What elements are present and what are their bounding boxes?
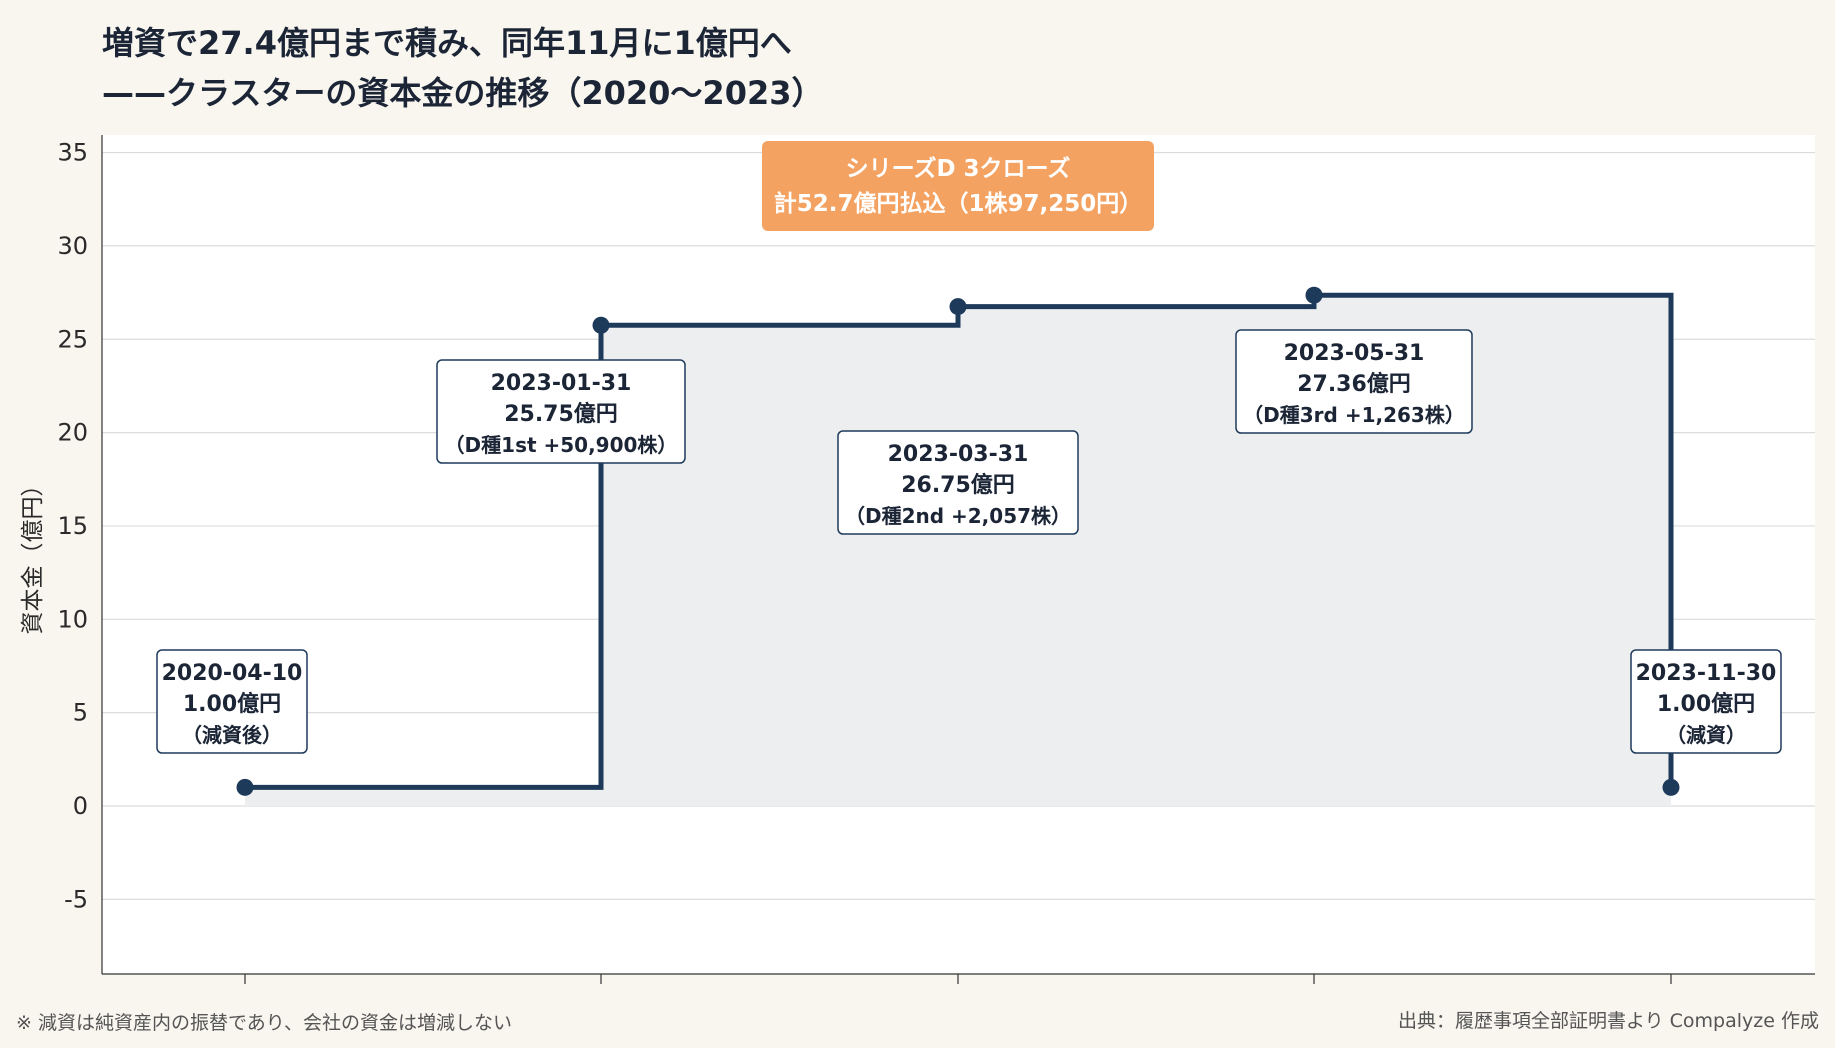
annotation-text: 2023-11-30 xyxy=(1636,661,1777,686)
y-tick-label: -5 xyxy=(64,885,88,913)
y-tick-label: 15 xyxy=(57,512,88,540)
annotation-box xyxy=(1235,329,1473,434)
annotation-text: 1.00億円 xyxy=(183,691,281,717)
y-axis-label: 資本金（億円） xyxy=(20,473,46,634)
annotation-text: 27.36億円 xyxy=(1297,371,1411,397)
data-point xyxy=(1305,286,1323,304)
y-tick-label: 20 xyxy=(57,419,88,447)
annotation-text: 25.75億円 xyxy=(504,401,618,427)
annotation-box xyxy=(837,430,1079,535)
y-tick-label: 10 xyxy=(57,605,88,633)
annotation-text: （D種1st +50,900株） xyxy=(445,433,678,457)
highlight-box xyxy=(762,141,1154,231)
annotation-text: （D種2nd +2,057株） xyxy=(845,504,1071,528)
y-tick-label: 0 xyxy=(73,792,88,820)
highlight-text: シリーズD 3クローズ xyxy=(846,155,1071,182)
footer-source: 出典：履歴事項全部証明書より Compalyze 作成 xyxy=(1398,1010,1819,1032)
data-point xyxy=(949,298,967,316)
annotation-2023-05-31: 2023-05-31 27.36億円 （D種3rd +1,263株） xyxy=(1235,329,1473,434)
y-tick-label: 25 xyxy=(57,325,88,353)
annotation-2023-01-31: 2023-01-31 25.75億円 （D種1st +50,900株） xyxy=(436,359,686,464)
annotation-2023-03-31: 2023-03-31 26.75億円 （D種2nd +2,057株） xyxy=(837,430,1079,535)
annotation-text: 1.00億円 xyxy=(1657,691,1755,717)
data-point xyxy=(236,778,254,796)
annotation-text: 2023-05-31 xyxy=(1284,341,1425,366)
footer-note: ※ 減資は純資産内の振替であり、会社の資金は増減しない xyxy=(16,1012,513,1034)
annotation-text: （減資後） xyxy=(182,723,282,747)
annotation-text: 2023-01-31 xyxy=(491,371,632,396)
title-line-1: 増資で27.4億円まで積み、同年11月に1億円へ xyxy=(102,24,792,62)
y-tick-label: 30 xyxy=(57,232,88,260)
highlight-text: 計52.7億円払込（1株97,250円） xyxy=(774,190,1143,217)
annotation-text: 2023-03-31 xyxy=(888,442,1029,467)
y-tick-label: 35 xyxy=(57,139,88,167)
annotation-box xyxy=(156,649,308,754)
chart-title: 増資で27.4億円まで積み、同年11月に1億円へ ——クラスターの資本金の推移（… xyxy=(102,18,824,118)
annotation-text: 26.75億円 xyxy=(901,472,1015,498)
y-tick-label: 5 xyxy=(73,699,88,727)
annotation-box xyxy=(1630,649,1782,754)
annotation-box xyxy=(436,359,686,464)
annotation-text: 2020-04-10 xyxy=(162,661,303,686)
annotation-text: （減資） xyxy=(1666,723,1746,747)
data-point xyxy=(592,316,610,334)
title-line-2: ——クラスターの資本金の推移（2020〜2023） xyxy=(102,74,824,112)
data-point xyxy=(1662,778,1680,796)
annotation-text: （D種3rd +1,263株） xyxy=(1243,403,1465,427)
annotation-2023-11-30: 2023-11-30 1.00億円 （減資） xyxy=(1630,649,1782,754)
annotation-2020-04-10: 2020-04-10 1.00億円 （減資後） xyxy=(156,649,308,754)
